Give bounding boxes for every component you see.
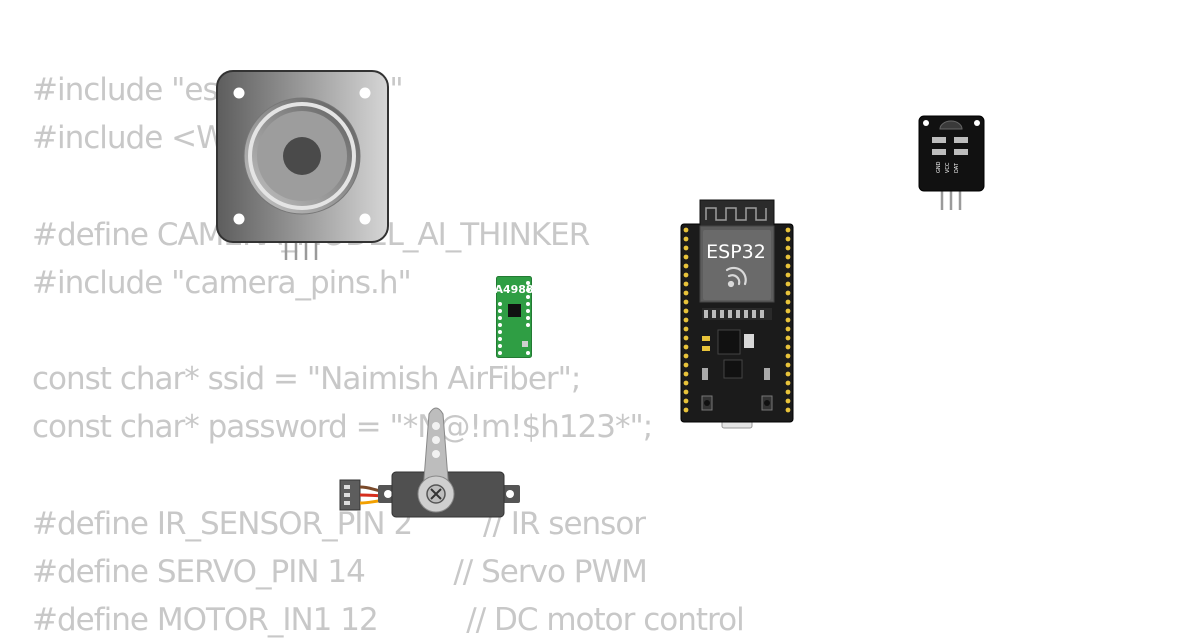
ir-pin-vcc: VCC [945, 162, 951, 173]
ir-pin-dat: DAT [954, 162, 960, 173]
stepper-motor[interactable] [216, 70, 390, 265]
code-line [32, 307, 744, 355]
ir-pin-gnd: GND [936, 161, 942, 173]
servo-motor[interactable] [338, 384, 522, 522]
code-line: #define IR_SENSOR_PIN 2 // IR sensor [32, 505, 646, 542]
ir-sensor-module[interactable]: GND VCC DAT [918, 115, 986, 211]
code-line: #define MOTOR_IN1 12 // DC motor control [32, 602, 745, 639]
esp32-devkit[interactable]: ESP32 [680, 199, 794, 429]
stepper-motor-icon [216, 70, 389, 260]
a4988-label: A4988 [494, 283, 533, 296]
code-line: const char* ssid = "Naimish AirFiber"; [32, 361, 581, 398]
a4988-driver[interactable]: A4988 [494, 276, 534, 359]
espressif-logo-icon [725, 266, 747, 288]
servo-motor-icon [339, 407, 520, 518]
simulator-canvas: { "code_lines": [ "#include \"esp_camera… [32, 70, 986, 639]
code-line: #include "camera_pins.h" [32, 264, 412, 301]
code-line: #define SERVO_PIN 14 // Servo PWM [32, 553, 648, 590]
esp32-label: ESP32 [706, 241, 766, 263]
